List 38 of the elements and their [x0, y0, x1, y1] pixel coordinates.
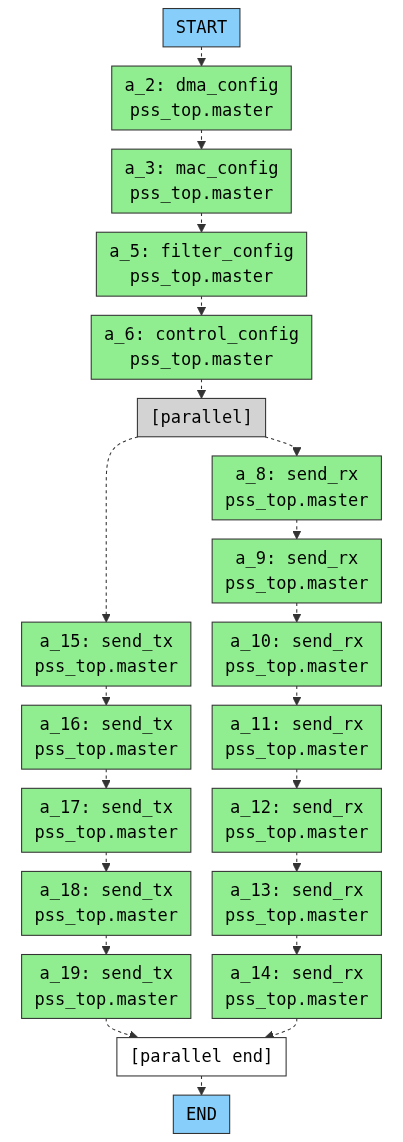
- arrow: [196, 295, 207, 316]
- arrow: [101, 436, 139, 623]
- arrow: [292, 768, 302, 789]
- node-box: a_10: send_rx pss_top.master: [211, 621, 382, 687]
- node-box: [parallel]: [136, 397, 267, 438]
- node-box: a_12: send_rx pss_top.master: [211, 787, 382, 853]
- node-box: a_15: send_tx pss_top.master: [21, 621, 192, 687]
- node-box: a_8: send_rx pss_top.master: [211, 455, 382, 521]
- arrow: [101, 685, 111, 706]
- arrow: [292, 519, 302, 540]
- arrow: [292, 851, 302, 872]
- arrow: [292, 685, 302, 706]
- arrow: [101, 934, 111, 955]
- node-box: END: [172, 1094, 231, 1134]
- node-box: a_3: mac_config pss_top.master: [111, 148, 292, 214]
- node-box: a_14: send_rx pss_top.master: [211, 953, 382, 1019]
- arrow: [196, 1075, 207, 1096]
- node-box: START: [162, 8, 241, 48]
- arrow: [196, 212, 207, 233]
- node-box: a_16: send_tx pss_top.master: [21, 704, 192, 770]
- node-box: a_5: filter_config pss_top.master: [95, 231, 308, 297]
- arrow: [196, 129, 207, 150]
- node-box: a_17: send_tx pss_top.master: [21, 787, 192, 853]
- node-box: a_2: dma_config pss_top.master: [111, 65, 292, 131]
- arrow: [101, 851, 111, 872]
- node-box: a_11: send_rx pss_top.master: [211, 704, 382, 770]
- node-box: a_9: send_rx pss_top.master: [211, 538, 382, 604]
- arrow: [292, 934, 302, 955]
- node-box: a_13: send_rx pss_top.master: [211, 870, 382, 936]
- arrow: [264, 436, 302, 457]
- node-box: a_19: send_tx pss_top.master: [21, 953, 192, 1019]
- node-box: a_18: send_tx pss_top.master: [21, 870, 192, 936]
- arrow: [196, 46, 207, 67]
- arrow: [196, 378, 207, 399]
- node-box: [parallel end]: [116, 1037, 287, 1077]
- arrow: [292, 602, 302, 623]
- node-box: a_6: control_config pss_top.master: [90, 314, 313, 380]
- arrow: [101, 768, 111, 789]
